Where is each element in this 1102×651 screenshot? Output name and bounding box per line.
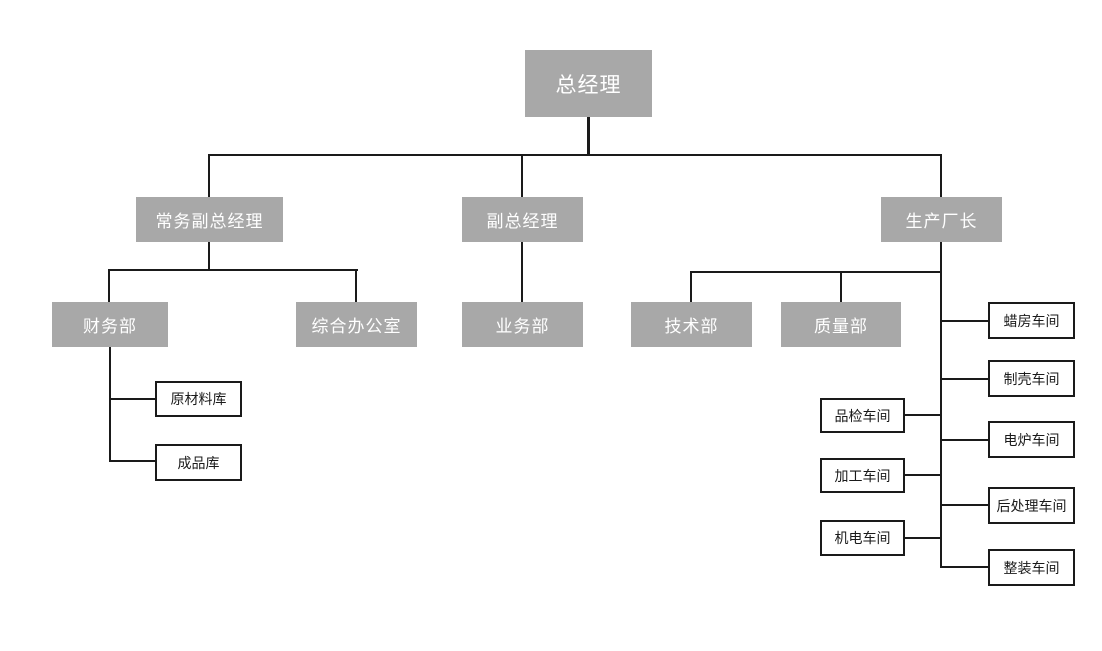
node-finance-dept[interactable]: 财务部 — [52, 302, 168, 347]
node-inspection-workshop[interactable]: 品检车间 — [820, 398, 905, 433]
node-raw-material-warehouse[interactable]: 原材料库 — [155, 381, 242, 417]
node-executive-deputy-gm[interactable]: 常务副总经理 — [136, 197, 283, 242]
connector-drop-quality-dept — [840, 271, 842, 303]
node-processing-workshop[interactable]: 加工车间 — [820, 458, 905, 493]
connector-executive-deputy-rail — [108, 269, 358, 271]
connector-drop-deputy-gm — [521, 154, 523, 198]
connector-drop-general-office — [355, 269, 357, 303]
connector-raw-material-warehouse — [109, 398, 155, 400]
connector-processing-workshop — [905, 474, 942, 476]
node-wax-room-workshop[interactable]: 蜡房车间 — [988, 302, 1075, 339]
connector-electric-furnace-workshop — [941, 439, 988, 441]
connector-post-processing-workshop — [941, 504, 988, 506]
connector-drop-finance-dept — [108, 269, 110, 303]
node-shell-making-workshop[interactable]: 制壳车间 — [988, 360, 1075, 397]
connector-electromechanical-workshop — [905, 537, 942, 539]
node-general-office[interactable]: 综合办公室 — [296, 302, 417, 347]
connector-executive-deputy-stem — [208, 242, 210, 271]
node-deputy-gm[interactable]: 副总经理 — [462, 197, 583, 242]
connector-finance-stem — [109, 347, 111, 462]
connector-production-rail — [690, 271, 942, 273]
connector-finished-goods-warehouse — [109, 460, 155, 462]
node-general-manager[interactable]: 总经理 — [525, 50, 652, 117]
node-quality-dept[interactable]: 质量部 — [781, 302, 901, 347]
node-electric-furnace-workshop[interactable]: 电炉车间 — [988, 421, 1075, 458]
connector-level1-rail — [208, 154, 942, 156]
connector-drop-executive-deputy-gm — [208, 154, 210, 198]
connector-assembly-workshop — [941, 566, 988, 568]
node-assembly-workshop[interactable]: 整装车间 — [988, 549, 1075, 586]
connector-drop-production-director — [940, 154, 942, 198]
node-post-processing-workshop[interactable]: 后处理车间 — [988, 487, 1075, 524]
connector-wax-room-workshop — [941, 320, 988, 322]
connector-drop-business-dept — [521, 242, 523, 303]
connector-root-stem — [587, 117, 590, 155]
connector-shell-making-workshop — [941, 378, 988, 380]
node-production-director[interactable]: 生产厂长 — [881, 197, 1002, 242]
connector-drop-technology-dept — [690, 271, 692, 303]
connector-inspection-workshop — [905, 414, 942, 416]
node-business-dept[interactable]: 业务部 — [462, 302, 583, 347]
connector-production-trunk — [940, 242, 942, 568]
node-finished-goods-warehouse[interactable]: 成品库 — [155, 444, 242, 481]
node-electromechanical-workshop[interactable]: 机电车间 — [820, 520, 905, 556]
node-technology-dept[interactable]: 技术部 — [631, 302, 752, 347]
